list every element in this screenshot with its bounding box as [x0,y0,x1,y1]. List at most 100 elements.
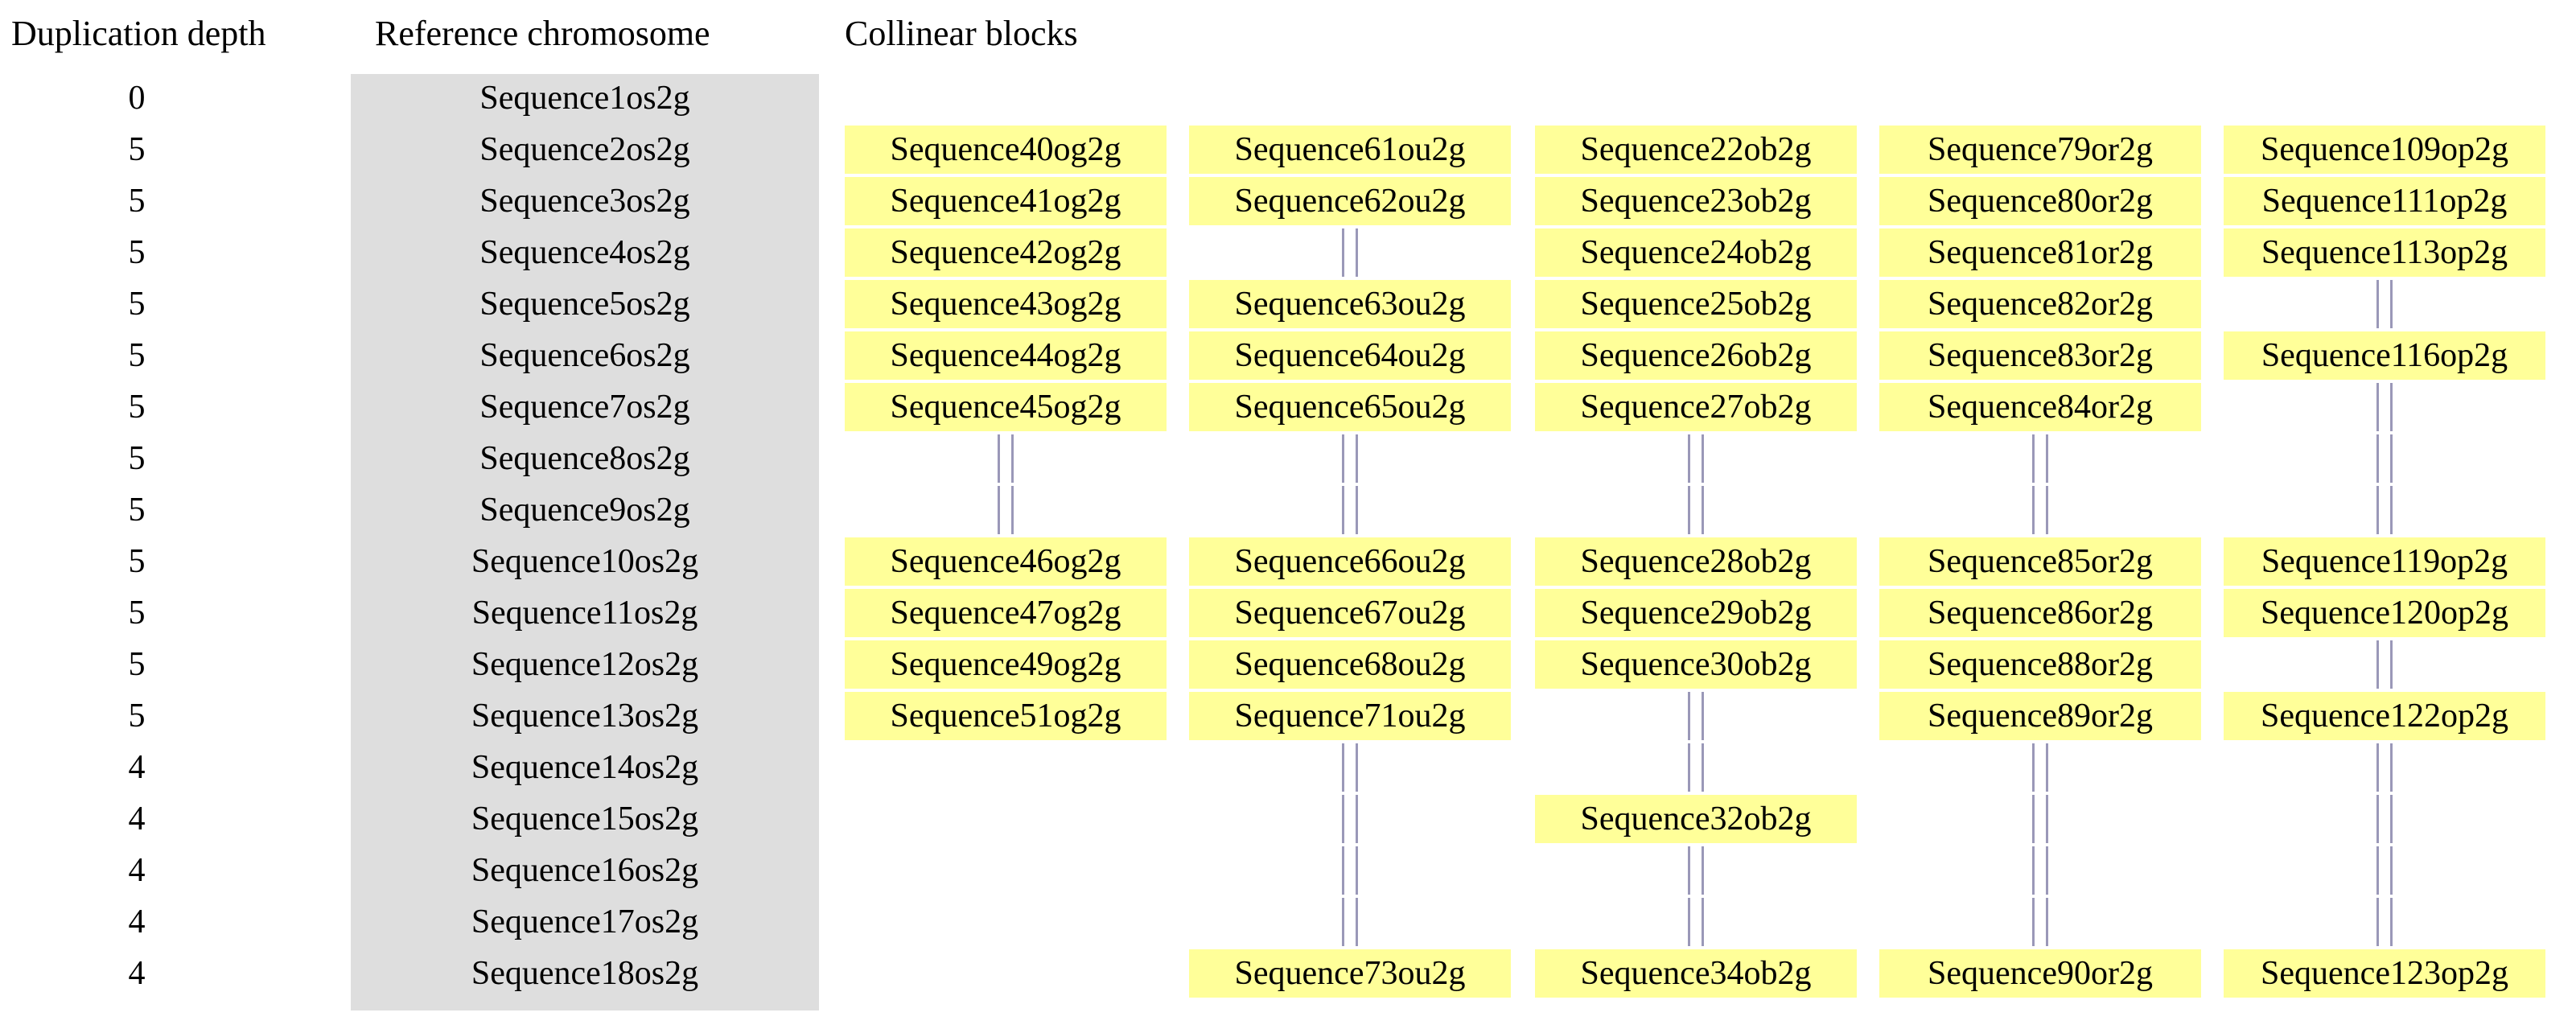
gap-marker [1189,228,1511,277]
duplication-depth-value: 5 [128,234,146,271]
reference-chromosome-label: Sequence9os2g [479,492,690,529]
gap-marker [1535,743,1857,792]
collinear-block: Sequence80or2g [1879,177,2201,225]
gap-marker [2224,743,2545,792]
gap-marker [1535,846,1857,895]
collinear-block: Sequence23ob2g [1535,177,1857,225]
gap-marker [2224,486,2545,534]
gap-marker [2224,846,2545,895]
collinear-block: Sequence25ob2g [1535,280,1857,328]
collinear-block: Sequence82or2g [1879,280,2201,328]
collinear-block: Sequence120op2g [2224,589,2545,637]
duplication-depth-value: 5 [128,389,146,426]
duplication-depth-value: 4 [128,903,146,940]
gap-marker [1879,743,2201,792]
collinear-block: Sequence79or2g [1879,126,2201,174]
gap-marker [2224,383,2545,431]
gap-marker [1189,795,1511,843]
collinear-block: Sequence84or2g [1879,383,2201,431]
gap-marker [2224,434,2545,483]
duplication-depth-value: 5 [128,131,146,168]
collinear-block: Sequence113op2g [2224,228,2545,277]
duplication-depth-value: 0 [128,80,146,117]
collinear-block: Sequence90or2g [1879,949,2201,998]
gap-marker [845,486,1167,534]
collinear-block: Sequence85or2g [1879,537,2201,586]
gap-marker [845,434,1167,483]
collinear-block: Sequence65ou2g [1189,383,1511,431]
collinear-block: Sequence88or2g [1879,640,2201,689]
reference-chromosome-label: Sequence8os2g [479,440,690,477]
collinear-block: Sequence122op2g [2224,692,2545,740]
collinear-block: Sequence68ou2g [1189,640,1511,689]
collinear-block: Sequence67ou2g [1189,589,1511,637]
collinear-block: Sequence64ou2g [1189,331,1511,380]
collinear-block: Sequence109op2g [2224,126,2545,174]
gap-marker [1535,434,1857,483]
collinear-block: Sequence26ob2g [1535,331,1857,380]
reference-chromosome-label: Sequence10os2g [471,543,699,580]
collinear-block: Sequence32ob2g [1535,795,1857,843]
reference-column-background [351,74,819,1010]
collinear-block: Sequence73ou2g [1189,949,1511,998]
duplication-depth-value: 5 [128,595,146,632]
collinear-block: Sequence44og2g [845,331,1167,380]
gap-marker [1535,692,1857,740]
gap-marker [2224,640,2545,689]
gap-marker [1535,898,1857,946]
duplication-depth-value: 4 [128,852,146,889]
header-duplication-depth: Duplication depth [11,14,266,53]
collinear-block: Sequence45og2g [845,383,1167,431]
collinear-block: Sequence61ou2g [1189,126,1511,174]
collinear-block: Sequence41og2g [845,177,1167,225]
gap-marker [1879,486,2201,534]
duplication-depth-value: 4 [128,955,146,992]
collinear-block: Sequence111op2g [2224,177,2545,225]
reference-chromosome-label: Sequence7os2g [479,389,690,426]
collinear-block: Sequence83or2g [1879,331,2201,380]
reference-chromosome-label: Sequence11os2g [471,595,698,632]
gap-marker [1189,434,1511,483]
collinear-block: Sequence89or2g [1879,692,2201,740]
collinear-block: Sequence40og2g [845,126,1167,174]
reference-chromosome-label: Sequence5os2g [479,286,690,323]
reference-chromosome-label: Sequence16os2g [471,852,699,889]
gap-marker [2224,795,2545,843]
collinear-block: Sequence24ob2g [1535,228,1857,277]
collinear-block: Sequence116op2g [2224,331,2545,380]
collinear-block: Sequence27ob2g [1535,383,1857,431]
gap-marker [1535,486,1857,534]
header-collinear-blocks: Collinear blocks [845,14,1078,53]
gap-marker [1879,846,2201,895]
collinear-block: Sequence62ou2g [1189,177,1511,225]
duplication-depth-value: 5 [128,440,146,477]
collinear-block: Sequence29ob2g [1535,589,1857,637]
reference-chromosome-label: Sequence13os2g [471,698,699,735]
reference-chromosome-label: Sequence1os2g [479,80,690,117]
duplication-depth-value: 5 [128,698,146,735]
gap-marker [2224,898,2545,946]
collinear-block: Sequence63ou2g [1189,280,1511,328]
duplication-depth-value: 5 [128,337,146,374]
collinear-block: Sequence30ob2g [1535,640,1857,689]
reference-chromosome-label: Sequence12os2g [471,646,699,683]
reference-chromosome-label: Sequence15os2g [471,800,699,838]
collinear-block: Sequence47og2g [845,589,1167,637]
reference-chromosome-label: Sequence17os2g [471,903,699,940]
gap-marker [1879,898,2201,946]
duplication-depth-value: 5 [128,543,146,580]
gap-marker [1879,795,2201,843]
collinear-block: Sequence34ob2g [1535,949,1857,998]
gap-marker [1189,846,1511,895]
collinear-block: Sequence86or2g [1879,589,2201,637]
duplication-depth-value: 4 [128,749,146,786]
collinear-block: Sequence81or2g [1879,228,2201,277]
collinear-block: Sequence123op2g [2224,949,2545,998]
collinear-block: Sequence51og2g [845,692,1167,740]
collinear-block: Sequence49og2g [845,640,1167,689]
collinear-block: Sequence42og2g [845,228,1167,277]
reference-chromosome-label: Sequence6os2g [479,337,690,374]
collinear-block: Sequence119op2g [2224,537,2545,586]
gap-marker [2224,280,2545,328]
